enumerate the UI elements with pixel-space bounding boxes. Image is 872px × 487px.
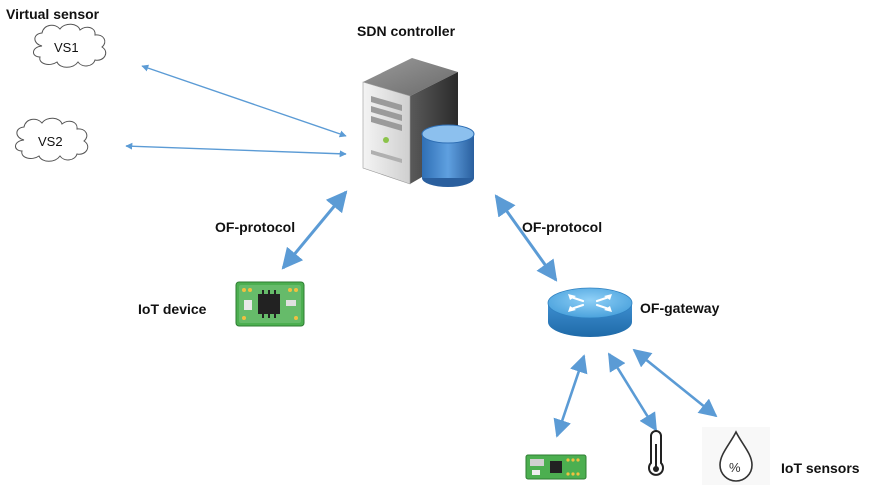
sdn-controller-label: SDN controller bbox=[357, 23, 456, 39]
humidity-percent: % bbox=[729, 460, 741, 475]
arrow-controller-gateway bbox=[494, 194, 558, 282]
of-protocol-left-label: OF-protocol bbox=[215, 219, 296, 235]
iot-sensors-label: IoT sensors bbox=[781, 460, 860, 476]
database-icon bbox=[421, 124, 475, 187]
router-icon bbox=[547, 287, 633, 337]
cloud-vs2: VS2 bbox=[15, 117, 89, 162]
connection-arrows bbox=[125, 64, 718, 438]
small-board-sensor-icon bbox=[525, 454, 587, 480]
water-drop-icon: % bbox=[702, 427, 770, 485]
iot-device-label: IoT device bbox=[138, 301, 207, 317]
server-icon bbox=[362, 58, 458, 185]
arrow-vs1-controller bbox=[141, 64, 347, 138]
cloud-vs2-label: VS2 bbox=[38, 134, 63, 149]
arrow-vs2-controller bbox=[125, 142, 347, 158]
cloud-vs1-label: VS1 bbox=[54, 40, 79, 55]
of-protocol-right-label: OF-protocol bbox=[522, 219, 603, 235]
arrow-gateway-humidity bbox=[632, 348, 718, 418]
arrow-controller-iot-device bbox=[281, 190, 348, 270]
arrow-gateway-thermometer bbox=[607, 352, 658, 432]
thermometer-icon bbox=[648, 430, 664, 476]
of-gateway-label: OF-gateway bbox=[640, 300, 720, 316]
virtual-sensor-label: Virtual sensor bbox=[6, 6, 100, 22]
circuit-board-icon bbox=[235, 281, 305, 327]
cloud-vs1: VS1 bbox=[33, 23, 107, 68]
arrow-gateway-board bbox=[553, 354, 588, 438]
